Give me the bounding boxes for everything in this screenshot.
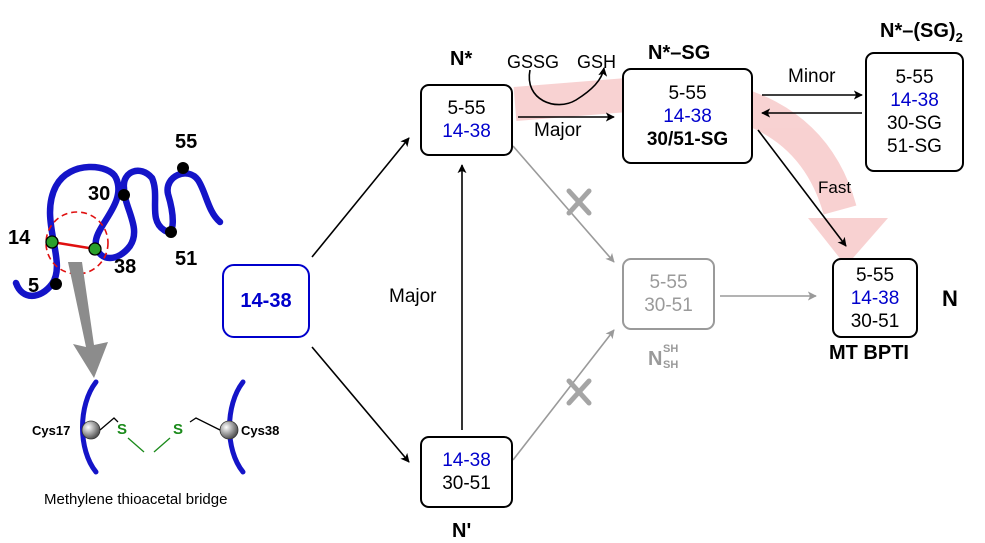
arrow-gssg-to-gsh — [528, 67, 608, 106]
native-bond-2: 14-38 — [850, 287, 900, 309]
native-label: N — [942, 286, 958, 311]
gssg-label: GSSG — [507, 52, 560, 72]
sulfur-left-label: S — [117, 421, 128, 438]
right-s-ch2-bond — [153, 437, 171, 453]
residue-label-51: 51 — [175, 248, 198, 270]
zoom-arrow — [68, 262, 108, 378]
left-s-ch2-bond — [127, 437, 145, 453]
arrow-nprime-to-nshsh — [512, 329, 615, 461]
nstarsg2-label: N*–(SG)2 — [880, 20, 963, 45]
nprime-label: N' — [452, 520, 472, 542]
arrow-start-to-nprime — [311, 346, 410, 463]
nstar-bond-2: 14-38 — [442, 121, 491, 142]
nshsh-label: N — [648, 348, 662, 371]
nshsh-subscript: SH — [663, 359, 679, 371]
residue-38-dot — [88, 242, 102, 256]
residue-14-dot — [45, 235, 59, 249]
nshsh-name: N — [648, 348, 663, 370]
block-x-bottom — [566, 378, 592, 406]
nstarsg-bond-2: 14-38 — [663, 105, 712, 127]
nshsh-bond-2: 30-51 — [644, 295, 693, 316]
nstarsg2-bond-4: 51-SG — [887, 136, 942, 157]
residue-label-14: 14 — [8, 227, 31, 249]
native-caption: MT BPTI — [829, 342, 909, 364]
cys17-label: Cys17 — [32, 423, 71, 438]
nshsh-superscript: SH — [663, 343, 679, 355]
nprime-bond-2: 30-51 — [442, 473, 491, 494]
cys38-ball — [219, 420, 239, 440]
gsh-label: GSH — [577, 52, 617, 72]
black-arrows — [311, 67, 863, 463]
residue-label-30: 30 — [88, 183, 111, 205]
thioacetal-bridge — [80, 379, 246, 475]
nstar-label: N* — [450, 48, 473, 70]
gray-arrows — [512, 145, 817, 461]
arrow-fast — [757, 129, 847, 247]
highlight-circle — [45, 211, 109, 275]
cys17-ball — [81, 420, 101, 440]
native-box: 5-55 14-38 30-51 — [832, 258, 918, 338]
major-left-label: Major — [389, 286, 437, 307]
native-bond-3: 30-51 — [850, 310, 900, 332]
nstarsg-bond-1: 5-55 — [668, 82, 707, 104]
backbone-chain — [12, 163, 224, 300]
residue-51-dot — [165, 226, 177, 238]
nstarsg-label: N*–SG — [648, 42, 711, 64]
fast-label: Fast — [818, 178, 852, 197]
nstarsg2-bond-2: 14-38 — [890, 90, 939, 111]
native-bond-1: 5-55 — [855, 264, 895, 286]
right-ch2-bond — [189, 417, 221, 431]
protein-schematic — [12, 162, 224, 300]
residue-30-dot — [118, 189, 130, 201]
left-ch2-bond — [99, 417, 119, 431]
highlight-arrowhead — [808, 218, 888, 266]
nshsh-box: 5-55 30-51 — [622, 258, 715, 330]
cys38-label: Cys38 — [241, 423, 280, 438]
nstarsg-box: 5-55 14-38 30/51-SG — [622, 68, 753, 164]
residue-label-38: 38 — [114, 256, 137, 278]
nstar-box: 5-55 14-38 — [420, 84, 513, 156]
nshsh-bond-1: 5-55 — [649, 272, 688, 293]
block-x-top — [566, 188, 592, 216]
residue-label-55: 55 — [175, 131, 198, 153]
residue-55-dot — [177, 162, 189, 174]
residue-5-dot — [50, 278, 62, 290]
arrow-nstar-to-nshsh — [512, 145, 615, 263]
nstarsg-bond-3: 30/51-SG — [646, 128, 729, 150]
residue-label-5: 5 — [28, 275, 40, 297]
major-top-label: Major — [534, 120, 582, 141]
nstarsg2-bond-1: 5-55 — [895, 67, 934, 88]
disulfide-bond-14-38 — [51, 240, 96, 251]
nstarsg2-subscript: 2 — [955, 30, 963, 45]
minor-label: Minor — [788, 66, 836, 87]
nstarsg2-bond-3: 30-SG — [887, 113, 942, 134]
start-state-box: 14-38 — [222, 264, 310, 338]
start-bond: 14-38 — [240, 289, 292, 312]
nprime-bond-1: 14-38 — [442, 450, 491, 471]
nprime-box: 14-38 30-51 — [420, 436, 513, 508]
arrow-start-to-nstar — [311, 137, 410, 258]
nstarsg2-name: N*–(SG) — [880, 20, 956, 42]
nstar-bond-1: 5-55 — [447, 98, 486, 119]
nstarsg2-box: 5-55 14-38 30-SG 51-SG — [865, 52, 964, 172]
sulfur-right-label: S — [173, 421, 184, 438]
blocked-x-marks — [566, 188, 592, 406]
bridge-caption: Methylene thioacetal bridge — [44, 491, 228, 508]
